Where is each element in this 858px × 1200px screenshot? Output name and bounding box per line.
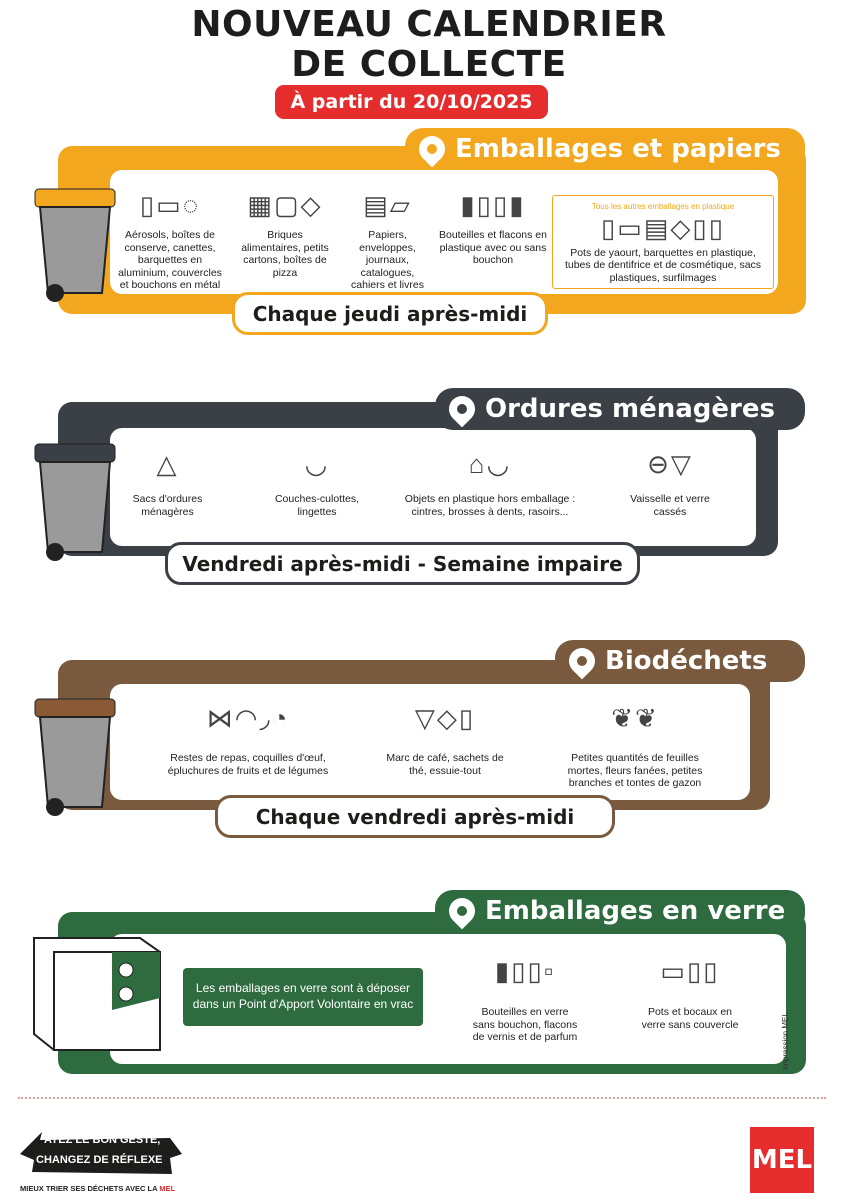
print-note: Impression MEL — [781, 1012, 790, 1070]
slogan-line-2: CHANGEZ DE RÉFLEXE — [36, 1154, 163, 1166]
item-garden: ❦❦Petites quantités de feuilles mortes, … — [555, 688, 715, 790]
bio-schedule: Chaque vendredi après-midi — [215, 795, 615, 838]
footer-tagline: MIEUX TRIER SES DÉCHETS AVEC LA MEL — [20, 1184, 176, 1193]
item-food-scraps: ⋈◠◞◔Restes de repas, coquilles d'œuf, ép… — [148, 688, 348, 777]
item-other-plastics: Tous les autres emballages en plastique▯… — [552, 195, 774, 290]
start-date-badge: À partir du 20/10/2025 — [275, 85, 548, 119]
item-papers: ▤▱Papiers, enveloppes, journaux, catalog… — [345, 185, 430, 292]
item-glass-bottles: ▮▯▯▫Bouteilles en verre sans bouchon, fl… — [470, 940, 580, 1044]
title-line-2: DE COLLECTE — [291, 44, 567, 85]
divider — [18, 1097, 826, 1099]
cartons-icon: ▦▢◇ — [247, 190, 323, 220]
item-diapers: ◡Couches-culottes, lingettes — [262, 435, 372, 518]
jars-icon: ▭▯▯ — [660, 956, 720, 986]
papers-icon: ▤▱ — [363, 190, 412, 220]
item-coffee-tea: ▽◇▯Marc de café, sachets de thé, essuie-… — [385, 688, 505, 777]
plastics-icon: ▯▭▤◇▯▯ — [600, 212, 726, 243]
item-cartons: ▦▢◇Briques alimentaires, petits cartons,… — [240, 185, 330, 279]
glass-container-icon — [33, 937, 161, 1051]
recycling-schedule: Chaque jeudi après-midi — [232, 292, 548, 335]
slogan-badge: AYEZ LE BON GESTE, CHANGEZ DE RÉFLEXE — [20, 1128, 185, 1176]
item-plastic-bottles: ▮▯▯▮Bouteilles et flacons en plastique a… — [438, 185, 548, 267]
item-metal: ▯▭◌Aérosols, boîtes de conserve, canette… — [115, 185, 225, 292]
recycling-panel — [110, 170, 778, 294]
household-header: Ordures ménagères — [435, 388, 805, 430]
household-panel — [110, 428, 756, 546]
item-plastic-objects: ⌂◡Objets en plastique hors emballage : c… — [400, 435, 580, 518]
household-schedule: Vendredi après-midi - Semaine impaire — [165, 542, 640, 585]
recycling-heading: Emballages et papiers — [455, 134, 781, 164]
mel-logo: MEL — [750, 1127, 814, 1193]
glass-bottles-icon: ▮▯▯▫ — [494, 956, 556, 986]
hanger-icon: ⌂◡ — [468, 449, 512, 479]
bio-header: Biodéchets — [555, 640, 805, 682]
bio-panel — [110, 684, 750, 800]
glass-drop-off-note: Les emballages en verre sont à déposer d… — [183, 968, 423, 1026]
plus-all-plastics-tag: Tous les autres emballages en plastique — [589, 202, 737, 212]
yellow-bin-icon — [34, 188, 116, 302]
broken-dish-icon: ⊖▽ — [647, 449, 693, 479]
diaper-icon: ◡ — [304, 449, 330, 479]
title-line-1: NOUVEAU CALENDRIER — [191, 4, 667, 45]
location-pin-icon — [413, 130, 451, 168]
location-pin-icon — [563, 642, 601, 680]
location-pin-icon — [443, 390, 481, 428]
grey-bin-icon — [34, 443, 116, 561]
item-trash-bags: △Sacs d'ordures ménagères — [120, 435, 215, 518]
item-broken-dishes: ⊖▽Vaisselle et verre cassés — [625, 435, 715, 518]
arrow-banner-icon — [20, 1132, 182, 1174]
glass-header: Emballages en verre — [435, 890, 805, 932]
bio-heading: Biodéchets — [605, 646, 768, 676]
slogan-line-1: AYEZ LE BON GESTE, — [44, 1134, 161, 1146]
glass-heading: Emballages en verre — [485, 896, 786, 926]
household-heading: Ordures ménagères — [485, 394, 775, 424]
food-scraps-icon: ⋈◠◞◔ — [206, 703, 290, 733]
leaves-icon: ❦❦ — [611, 703, 659, 733]
bottles-icon: ▮▯▯▮ — [460, 190, 526, 220]
brown-bin-icon — [34, 698, 116, 816]
recycling-header: Emballages et papiers — [405, 128, 805, 170]
location-pin-icon — [443, 892, 481, 930]
cans-icon: ▯▭◌ — [139, 190, 201, 220]
trash-bag-icon: △ — [156, 449, 179, 479]
item-jars: ▭▯▯Pots et bocaux en verre sans couvercl… — [635, 940, 745, 1031]
coffee-filter-icon: ▽◇▯ — [414, 703, 476, 733]
